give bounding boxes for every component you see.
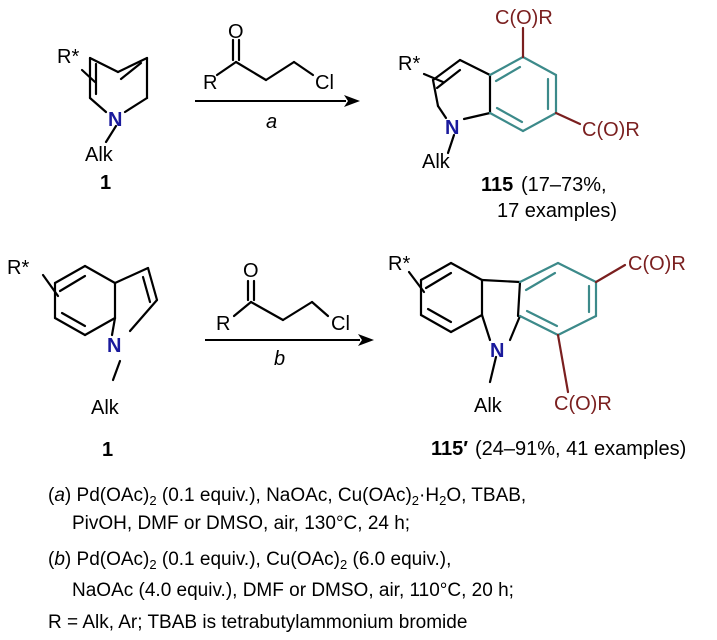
nitrogen-atom-label: N	[107, 335, 121, 357]
scheme-a: R* N Alk 1 R O Cl a	[57, 7, 640, 222]
nitrogen-atom-label: N	[108, 109, 122, 131]
product-compound-label: 115	[481, 174, 513, 196]
subscript: 2	[149, 557, 157, 572]
catalyst-text: Pd(OAc)	[76, 485, 150, 506]
reagent-text: O, TBAB,	[446, 485, 527, 506]
product-compound-label: 115′	[431, 438, 468, 460]
arrow-condition-label-a: a	[266, 111, 277, 133]
subscript: 2	[149, 493, 157, 508]
scheme-b: R* N Alk 1 R O Cl b	[7, 253, 686, 460]
chloroketone-reagent	[215, 38, 315, 82]
reagent-oxygen-label: O	[243, 260, 259, 282]
subscript: 2	[339, 557, 348, 572]
indole-reactant	[41, 264, 159, 382]
product-example-count: 17 examples)	[497, 200, 617, 222]
carbazole-product	[407, 261, 627, 394]
chloroketone-reagent	[232, 279, 330, 322]
reactant-substituent: R*	[7, 257, 29, 279]
indole-product	[422, 26, 582, 155]
acyl-group-label-right: C(O)R	[582, 119, 640, 141]
acyl-group-label-top: C(O)R	[495, 7, 553, 29]
acyl-group-label-top: C(O)R	[628, 253, 686, 275]
reactant-alkyl-label: Alk	[91, 397, 120, 419]
product-alkyl-label: Alk	[422, 151, 451, 173]
product-alkyl-label: Alk	[474, 395, 503, 417]
condition-a-tag: a	[54, 485, 65, 506]
product-nitrogen-label: N	[490, 340, 504, 362]
product-substituent: R*	[388, 253, 410, 275]
pyrrole-reactant	[80, 56, 149, 144]
reaction-scheme: R* N Alk 1 R O Cl a	[7, 7, 686, 460]
reactant-compound-label: 1	[102, 439, 113, 460]
subscript: 2	[411, 493, 420, 508]
reactant-alkyl-label: Alk	[85, 144, 114, 166]
condition-b-line-2: NaOAc (4.0 equiv.), DMF or DMSO, air, 11…	[72, 580, 514, 601]
reagent-chlorine-label: Cl	[331, 313, 350, 335]
reagent-r-label: R	[203, 72, 217, 94]
product-substituent: R*	[398, 53, 420, 75]
arrowhead-b	[358, 334, 374, 346]
condition-a-line-1: (a) Pd(OAc)2 (0.1 equiv.), NaOAc, Cu(OAc…	[48, 485, 527, 508]
reagent-text: (6.0 equiv.),	[347, 549, 452, 570]
reactant-compound-label: 1	[100, 172, 111, 194]
subscript: 2	[439, 493, 447, 508]
arrow-condition-label-b: b	[274, 348, 285, 370]
reagent-oxygen-label: O	[228, 21, 244, 43]
product-yield-and-examples: (24–91%, 41 examples)	[475, 438, 686, 460]
reagent-text: ·H	[419, 485, 440, 506]
reagent-text: (0.1 equiv.), NaOAc, Cu(OAc)	[156, 485, 412, 506]
acyl-group-label-bottom: C(O)R	[554, 393, 612, 415]
condition-b-line-1: (b) Pd(OAc)2 (0.1 equiv.), Cu(OAc)2 (6.0…	[48, 549, 452, 572]
condition-a-line-2: PivOH, DMF or DMSO, air, 130°C, 24 h;	[72, 513, 411, 534]
reagent-r-label: R	[216, 313, 230, 335]
reactant-substituent: R*	[57, 46, 79, 68]
reagent-text: (0.1 equiv.), Cu(OAc)	[156, 549, 340, 570]
condition-b-tag: b	[54, 549, 65, 570]
catalyst-text: Pd(OAc)	[76, 549, 150, 570]
reagent-chlorine-label: Cl	[315, 72, 334, 94]
product-nitrogen-label: N	[445, 117, 459, 139]
product-yield-range: (17–73%,	[521, 174, 607, 196]
footnote-definitions: R = Alk, Ar; TBAB is tetrabutylammonium …	[48, 612, 468, 633]
arrowhead-a	[344, 95, 360, 107]
